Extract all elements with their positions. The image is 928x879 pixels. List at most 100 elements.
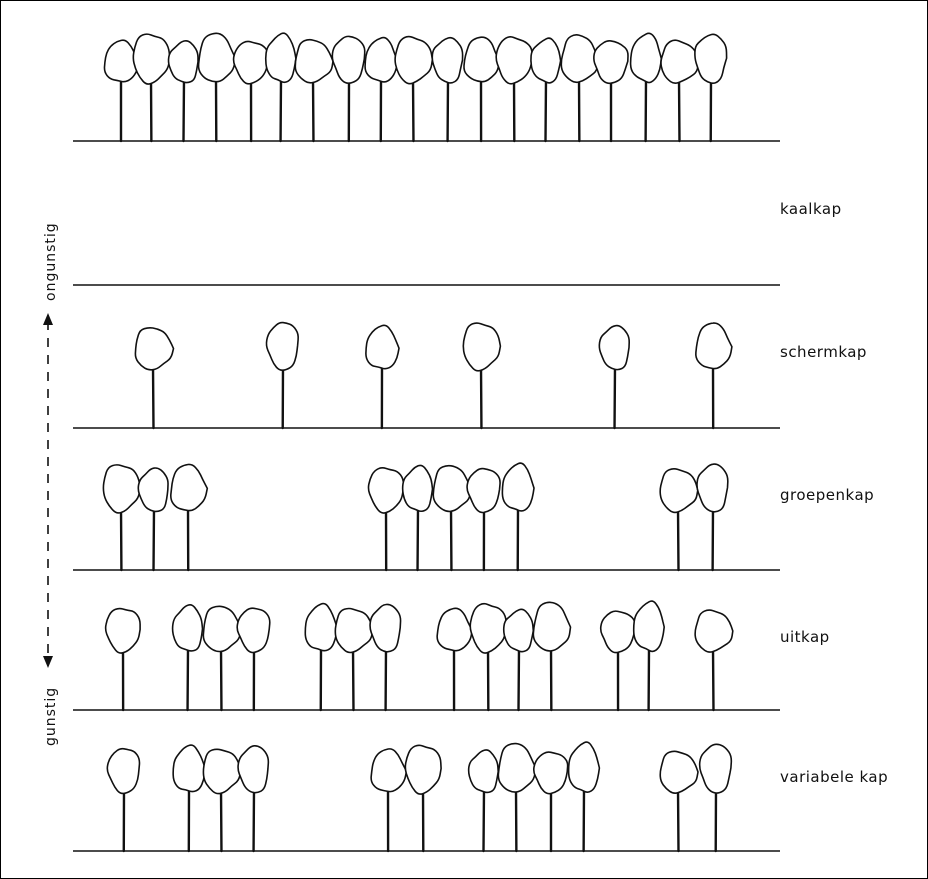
tree-crown [467, 749, 500, 794]
tree-icon [137, 467, 169, 572]
tree-icon [134, 326, 175, 430]
harvest-rows: kaalkap schermkap groepenkap uitkap variabel… [73, 32, 888, 853]
tree-crown [104, 607, 141, 654]
tree-icon [367, 467, 405, 572]
row-2: schermkap [73, 321, 867, 430]
row-0 [73, 32, 780, 143]
tree-icon [170, 463, 209, 572]
tree-crown [334, 607, 374, 654]
row-1: kaalkap [73, 200, 842, 286]
tree-crown [567, 741, 601, 793]
row-3: groepenkap [73, 462, 874, 572]
tree-icon [167, 39, 199, 143]
tree-icon [202, 605, 243, 712]
tree-crown [236, 607, 271, 654]
tree-crown [532, 751, 569, 795]
tree-icon [497, 742, 537, 853]
tree-icon [106, 747, 141, 853]
tree-crown [401, 464, 434, 513]
tree-crown [232, 40, 269, 85]
tree-crown [304, 602, 339, 652]
tree-icon [432, 464, 473, 572]
tree-icon [264, 32, 297, 143]
tree-icon [560, 34, 599, 143]
tree-icon [501, 462, 535, 572]
tree-icon [463, 36, 500, 143]
tree-icon [659, 750, 699, 853]
tree-icon [469, 602, 508, 712]
axis-top-label: ongunstig [43, 222, 59, 301]
tree-crown [497, 742, 537, 793]
tree-icon [334, 607, 374, 712]
tree-crown [695, 322, 733, 370]
row-label: groepenkap [780, 486, 874, 504]
tree-crown [369, 603, 402, 653]
tree-crown [599, 610, 636, 654]
tree-crown [462, 322, 502, 372]
tree-crown [696, 463, 729, 513]
tree-crown [501, 462, 535, 512]
tree-icon [532, 601, 572, 712]
tree-crown [172, 744, 207, 793]
tree-icon [369, 603, 402, 712]
tree-crown [495, 35, 534, 85]
tree-crown [530, 37, 562, 84]
tree-crown [698, 743, 733, 794]
tree-icon [696, 463, 729, 572]
row-label: kaalkap [780, 200, 842, 218]
tree-crown [103, 39, 140, 83]
tree-crown [659, 467, 699, 514]
tree-crown [532, 601, 572, 652]
tree-icon [502, 608, 535, 712]
tree-icon [304, 602, 339, 712]
tree-crown [694, 609, 734, 653]
tree-icon [629, 32, 663, 143]
tree-icon [495, 35, 534, 143]
tree-crown [560, 34, 599, 84]
tree-icon [132, 33, 171, 143]
row-4: uitkap [73, 600, 830, 712]
arrow-down-icon [43, 656, 53, 668]
tree-crown [197, 32, 237, 83]
tree-icon [659, 467, 699, 572]
tree-icon [197, 32, 237, 143]
tree-crown [106, 747, 141, 795]
tree-icon [364, 36, 399, 143]
tree-crown [170, 463, 209, 512]
tree-crown [629, 32, 663, 84]
tree-trunk [517, 646, 521, 712]
tree-icon [599, 610, 636, 712]
tree-icon [593, 40, 629, 143]
tree-crown [466, 467, 501, 514]
tree-icon [172, 744, 207, 853]
tree-icon [401, 464, 434, 572]
tree-crown [463, 36, 500, 83]
tree-crown [660, 39, 700, 84]
tree-crown [264, 32, 297, 84]
tree-icon [232, 40, 269, 143]
tree-crown [632, 600, 666, 653]
tree-crown [694, 33, 728, 85]
tree-icon [104, 607, 141, 712]
row-label: variabele kap [780, 768, 888, 786]
tree-icon [404, 744, 442, 853]
row-label: schermkap [780, 343, 867, 361]
tree-icon [436, 607, 474, 712]
row-5: variabele kap [73, 741, 888, 853]
tree-icon [236, 607, 271, 712]
tree-icon [171, 603, 204, 712]
favourability-axis: ongunstig gunstig [43, 222, 59, 746]
tree-crown [364, 36, 399, 83]
tree-icon [370, 748, 408, 853]
tree-icon [632, 600, 666, 712]
row-label: uitkap [780, 628, 830, 646]
tree-crown [432, 464, 473, 513]
tree-icon [202, 748, 242, 853]
tree-icon [103, 39, 140, 143]
tree-icon [695, 322, 733, 430]
tree-crown [598, 324, 631, 371]
axis-bottom-label: gunstig [43, 687, 59, 746]
tree-icon [567, 741, 601, 853]
